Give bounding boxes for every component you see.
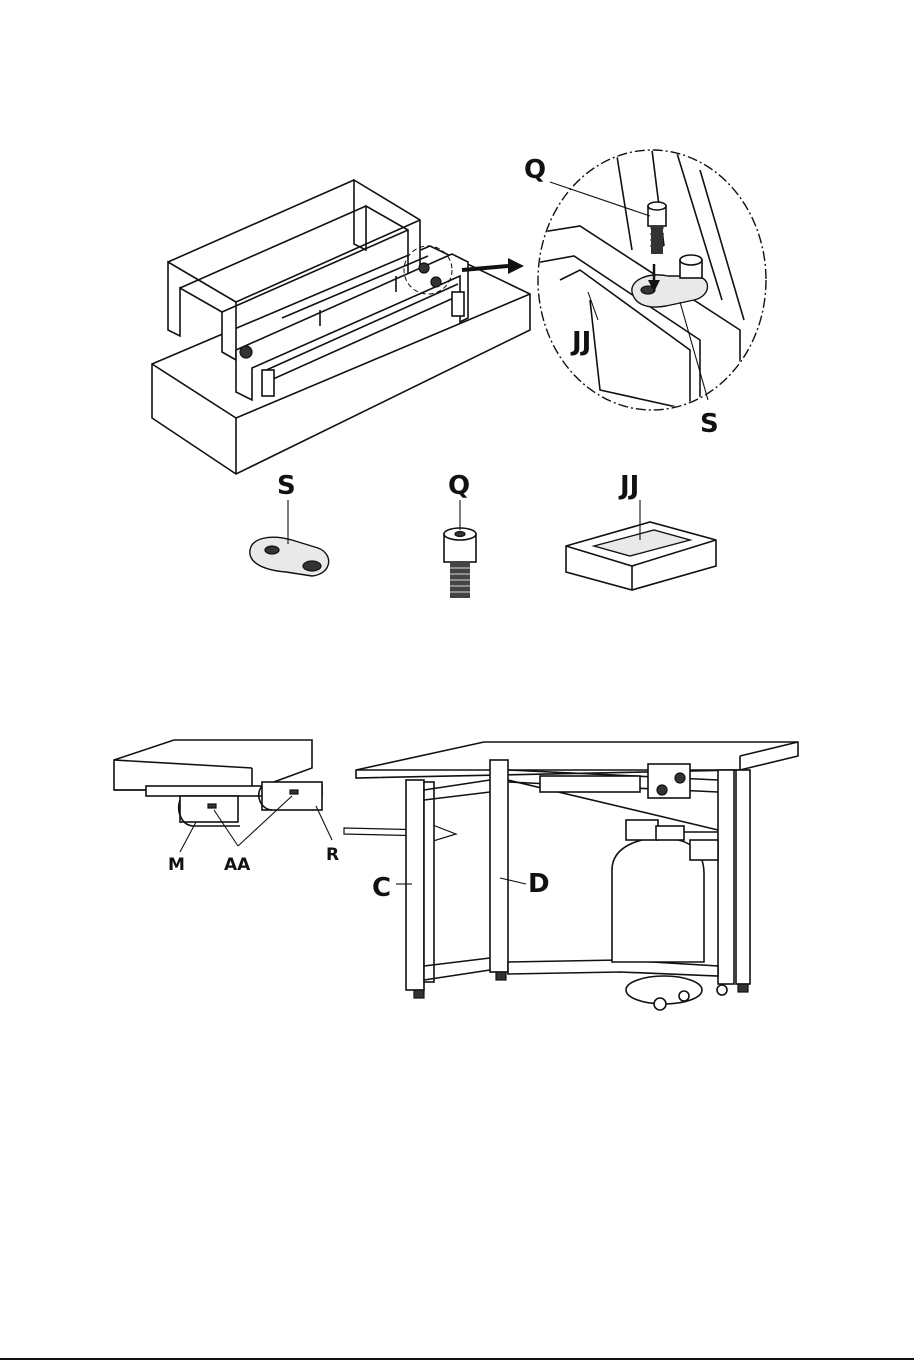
- label-q-detail: Q: [524, 155, 546, 185]
- label-c: C: [372, 873, 391, 903]
- label-s-detail: S: [700, 409, 719, 439]
- part-jj-foam-block-icon: [566, 500, 716, 590]
- label-jj-part: JJ: [618, 471, 639, 501]
- label-q-part: Q: [448, 471, 470, 501]
- label-jj-detail: JJ: [570, 327, 591, 357]
- frame-on-block-illustration: [152, 180, 530, 474]
- label-aa: AA: [224, 855, 251, 875]
- label-d: D: [528, 869, 550, 899]
- label-m: M: [168, 855, 185, 875]
- table-frame-illustration: [356, 742, 798, 1010]
- part-q-bolt-icon: [444, 500, 476, 598]
- side-panel-illustration: [114, 740, 456, 852]
- detail-zoom-illustration: [530, 150, 766, 420]
- part-s-bracket-icon: [250, 500, 329, 576]
- label-r: R: [326, 845, 339, 865]
- label-s-part: S: [277, 471, 296, 501]
